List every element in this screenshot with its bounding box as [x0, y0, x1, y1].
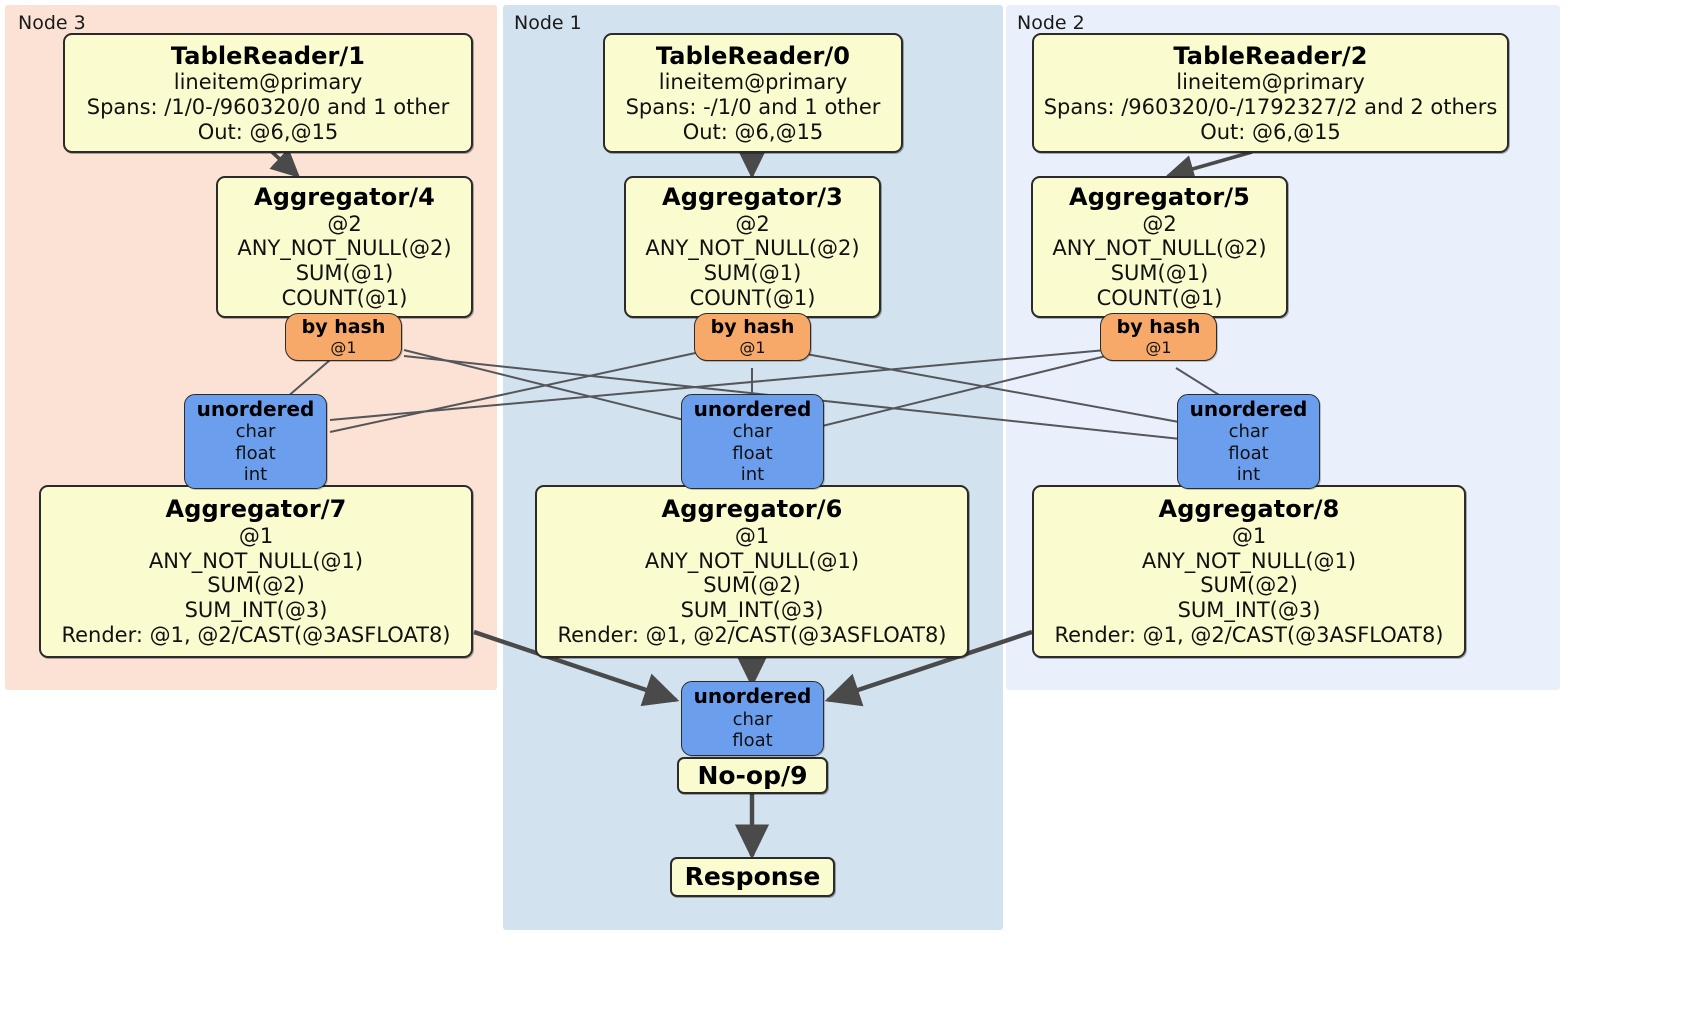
router-by-hash-node1[interactable]: by hash @1 [694, 313, 811, 361]
receiver-unordered-node1[interactable]: unordered char float int [681, 394, 824, 489]
router-by-hash-node2[interactable]: by hash @1 [1100, 313, 1217, 361]
response-title: Response [684, 862, 821, 892]
processor-title: Aggregator/8 [1158, 495, 1340, 524]
processor-detail: ANY_NOT_NULL(@1) [148, 548, 364, 573]
router-by-hash-node3[interactable]: by hash @1 [285, 313, 402, 361]
processor-detail: SUM_INT(@3) [1177, 598, 1321, 623]
processor-aggregator-6[interactable]: Aggregator/6 @1 ANY_NOT_NULL(@1) SUM(@2)… [535, 485, 969, 658]
processor-detail: lineitem@primary [173, 70, 363, 94]
router-title: by hash [1116, 316, 1201, 339]
processor-detail: ANY_NOT_NULL(@1) [644, 548, 860, 573]
receiver-type: char [1228, 421, 1269, 443]
processor-detail: @2 [327, 211, 362, 236]
processor-detail: SUM_INT(@3) [680, 598, 824, 623]
router-title: by hash [710, 316, 795, 339]
processor-detail: @1 [1231, 523, 1267, 548]
processor-aggregator-4[interactable]: Aggregator/4 @2 ANY_NOT_NULL(@2) SUM(@1)… [216, 176, 473, 318]
processor-title: Aggregator/6 [661, 495, 843, 524]
processor-aggregator-3[interactable]: Aggregator/3 @2 ANY_NOT_NULL(@2) SUM(@1)… [624, 176, 881, 318]
processor-tablereader-0[interactable]: TableReader/0 lineitem@primary Spans: -/… [603, 33, 903, 153]
processor-title: TableReader/2 [1173, 41, 1368, 70]
router-detail: @1 [739, 337, 766, 357]
processor-title: Aggregator/4 [254, 183, 435, 212]
panel-label-node-3: Node 3 [18, 12, 86, 34]
processor-detail: COUNT(@1) [689, 285, 816, 310]
processor-aggregator-7[interactable]: Aggregator/7 @1 ANY_NOT_NULL(@1) SUM(@2)… [39, 485, 473, 658]
router-detail: @1 [330, 337, 357, 357]
processor-detail: Out: @6,@15 [197, 119, 339, 144]
processor-detail: SUM(@1) [295, 261, 394, 286]
receiver-type: float [732, 442, 773, 464]
processor-render: Render: @1, @2/CAST(@3ASFLOAT8) [1054, 622, 1444, 647]
processor-title: Aggregator/7 [165, 495, 347, 524]
processor-detail: ANY_NOT_NULL(@2) [645, 236, 860, 261]
processor-title: TableReader/0 [655, 41, 851, 70]
receiver-title: unordered [693, 396, 812, 421]
processor-detail: @1 [734, 523, 770, 548]
processor-aggregator-5[interactable]: Aggregator/5 @2 ANY_NOT_NULL(@2) SUM(@1)… [1031, 176, 1288, 318]
node-response[interactable]: Response [670, 857, 835, 897]
processor-detail: Spans: -/1/0 and 1 other [625, 94, 881, 119]
processor-detail: SUM(@1) [1110, 261, 1209, 286]
processor-detail: COUNT(@1) [281, 285, 408, 310]
receiver-title: unordered [1189, 396, 1308, 421]
processor-detail: SUM_INT(@3) [184, 598, 328, 623]
receiver-type: char [235, 421, 276, 443]
processor-title: TableReader/1 [170, 41, 366, 70]
processor-detail: SUM(@2) [1200, 573, 1298, 598]
processor-detail: @1 [238, 523, 274, 548]
processor-detail: SUM(@1) [703, 261, 802, 286]
router-detail: @1 [1145, 337, 1172, 357]
processor-detail: ANY_NOT_NULL(@2) [237, 236, 452, 261]
receiver-unordered-node2[interactable]: unordered char float int [1177, 394, 1320, 489]
receiver-type: float [235, 442, 276, 464]
processor-title: No-op/9 [697, 760, 808, 790]
receiver-type: char [732, 709, 773, 731]
processor-detail: lineitem@primary [1176, 70, 1365, 94]
receiver-unordered-final[interactable]: unordered char float [681, 681, 824, 756]
receiver-title: unordered [693, 684, 812, 709]
processor-tablereader-2[interactable]: TableReader/2 lineitem@primary Spans: /9… [1032, 33, 1509, 153]
receiver-type: float [732, 730, 773, 752]
receiver-type: char [732, 421, 773, 443]
panel-label-node-1: Node 1 [514, 12, 582, 34]
processor-tablereader-1[interactable]: TableReader/1 lineitem@primary Spans: /1… [63, 33, 473, 153]
processor-detail: SUM(@2) [703, 573, 801, 598]
processor-detail: Spans: /1/0-/960320/0 and 1 other [86, 94, 450, 119]
processor-aggregator-8[interactable]: Aggregator/8 @1 ANY_NOT_NULL(@1) SUM(@2)… [1032, 485, 1466, 658]
processor-render: Render: @1, @2/CAST(@3ASFLOAT8) [61, 622, 451, 647]
processor-detail: Out: @6,@15 [682, 119, 824, 144]
processor-detail: Spans: /960320/0-/1792327/2 and 2 others [1043, 94, 1498, 119]
router-title: by hash [301, 316, 386, 339]
receiver-title: unordered [196, 396, 315, 421]
processor-detail: COUNT(@1) [1096, 285, 1223, 310]
processor-detail: lineitem@primary [658, 70, 848, 94]
processor-detail: ANY_NOT_NULL(@1) [1141, 548, 1357, 573]
processor-detail: ANY_NOT_NULL(@2) [1052, 236, 1267, 261]
processor-detail: Out: @6,@15 [1200, 119, 1341, 144]
processor-title: Aggregator/3 [662, 183, 843, 212]
receiver-type: int [1236, 463, 1261, 485]
receiver-unordered-node3[interactable]: unordered char float int [184, 394, 327, 489]
processor-detail: @2 [1142, 211, 1177, 236]
processor-detail: SUM(@2) [207, 573, 305, 598]
processor-render: Render: @1, @2/CAST(@3ASFLOAT8) [557, 622, 947, 647]
receiver-type: int [243, 463, 268, 485]
processor-noop-9[interactable]: No-op/9 [677, 757, 828, 794]
processor-title: Aggregator/5 [1069, 183, 1250, 212]
receiver-type: int [740, 463, 765, 485]
panel-label-node-2: Node 2 [1017, 12, 1085, 34]
receiver-type: float [1228, 442, 1269, 464]
processor-detail: @2 [735, 211, 770, 236]
